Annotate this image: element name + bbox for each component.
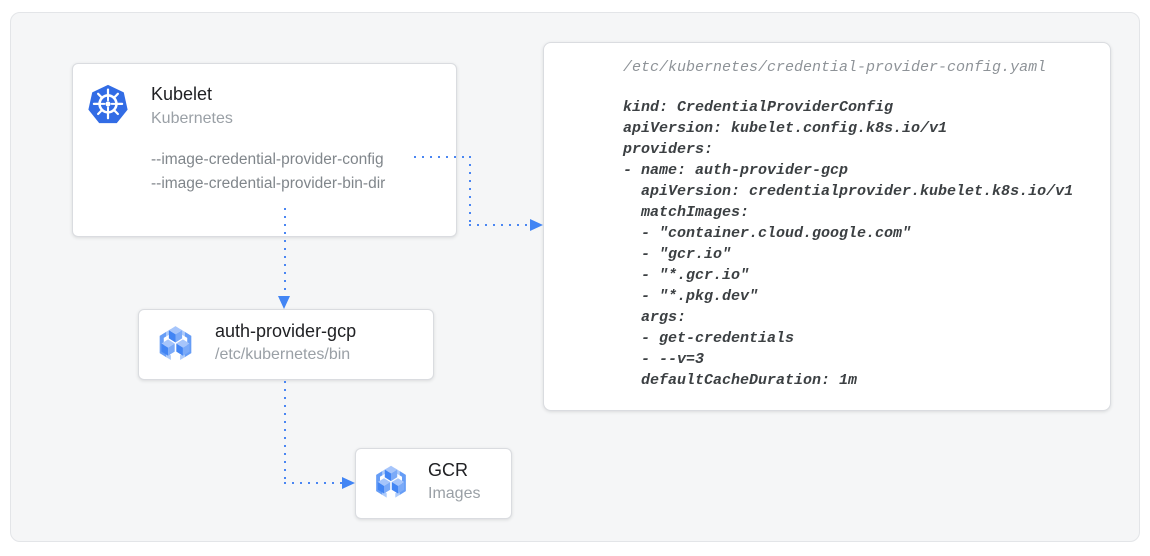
flag-image-credential-provider-bin-dir: --image-credential-provider-bin-dir bbox=[151, 175, 386, 192]
flag-image-credential-provider-config: --image-credential-provider-config bbox=[151, 151, 384, 168]
container-registry-icon bbox=[151, 320, 200, 369]
arrowhead-to-gcr-icon bbox=[342, 477, 355, 489]
gcr-title: GCR bbox=[428, 460, 468, 480]
kubelet-subtitle: Kubernetes bbox=[151, 110, 233, 127]
node-gcr: GCR Images bbox=[355, 448, 512, 519]
arrowhead-to-auth-icon bbox=[278, 296, 290, 309]
kubelet-title: Kubelet bbox=[151, 84, 213, 104]
connector-config-to-yaml-seg3 bbox=[469, 224, 530, 226]
auth-provider-subtitle: /etc/kubernetes/bin bbox=[215, 346, 351, 363]
kubernetes-logo-icon bbox=[86, 83, 130, 127]
auth-provider-title: auth-provider-gcp bbox=[215, 321, 357, 341]
node-auth-provider-gcp: auth-provider-gcp /etc/kubernetes/bin bbox=[138, 309, 434, 380]
container-registry-icon bbox=[368, 460, 414, 506]
config-file-path: /etc/kubernetes/credential-provider-conf… bbox=[623, 59, 1047, 76]
node-kubelet: Kubelet Kubernetes --image-credential-pr… bbox=[72, 63, 457, 237]
connector-kubelet-to-auth bbox=[284, 208, 286, 297]
arrowhead-to-yaml-icon bbox=[530, 219, 543, 231]
connector-auth-to-gcr-seg2 bbox=[284, 482, 343, 484]
config-file-yaml: kind: CredentialProviderConfig apiVersio… bbox=[623, 99, 1074, 389]
connector-config-to-yaml-seg2 bbox=[469, 156, 471, 226]
node-config-file: /etc/kubernetes/credential-provider-conf… bbox=[543, 42, 1111, 411]
connector-auth-to-gcr-seg1 bbox=[284, 381, 286, 482]
connector-config-to-yaml-seg1 bbox=[414, 156, 470, 158]
gcr-subtitle: Images bbox=[428, 485, 481, 502]
kubelet-flags: --image-credential-provider-config --ima… bbox=[151, 148, 385, 196]
